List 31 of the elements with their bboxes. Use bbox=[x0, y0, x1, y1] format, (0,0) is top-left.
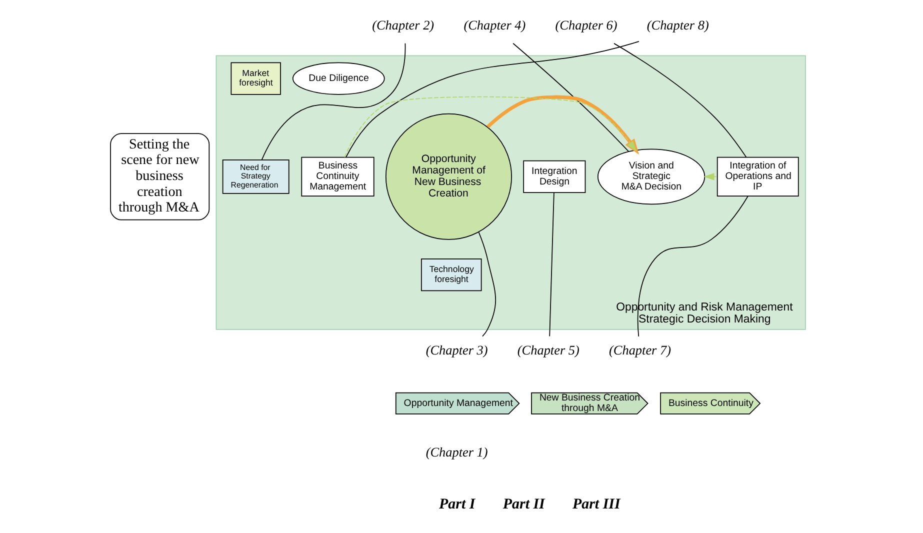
connector bbox=[614, 43, 747, 158]
node-text: (Chapter 7) bbox=[609, 342, 672, 358]
node-circle: Opportunity Management of New Business Creation bbox=[385, 113, 512, 240]
label: Part II bbox=[502, 496, 545, 512]
node-box: Technology foresight bbox=[420, 258, 482, 292]
label: (Chapter 1) bbox=[426, 444, 488, 460]
node-box: Business Continuity Management bbox=[301, 156, 374, 196]
connector bbox=[346, 40, 640, 158]
connector bbox=[261, 42, 406, 160]
arrow bbox=[486, 95, 640, 155]
node-box: Integration Design bbox=[523, 160, 586, 193]
node-ellipse: Vision and Strategic M&A Decision bbox=[597, 148, 706, 205]
node-box: Need for Strategy Regeneration bbox=[222, 160, 290, 194]
connector bbox=[637, 196, 748, 337]
node-box: Integration of Operations and IP bbox=[716, 156, 799, 196]
node-text: (Chapter 3) bbox=[426, 342, 488, 358]
label: Part I bbox=[439, 496, 476, 512]
label: Part III bbox=[572, 496, 620, 512]
arrow bbox=[344, 96, 636, 158]
node-text: (Chapter 6) bbox=[555, 18, 618, 33]
connector bbox=[478, 232, 496, 337]
node-text: (Chapter 5) bbox=[517, 342, 580, 358]
node-text: (Chapter 4) bbox=[464, 18, 526, 33]
node-box: Setting the scene for new business creation through M&A bbox=[110, 133, 210, 220]
arrow bbox=[704, 172, 718, 180]
node-text: (Chapter 8) bbox=[646, 18, 709, 33]
node-ellipse: Due Diligence bbox=[292, 62, 385, 95]
connector bbox=[549, 192, 554, 337]
connector bbox=[512, 42, 630, 152]
node-text: (Chapter 2) bbox=[372, 18, 434, 33]
node-box: Market foresight bbox=[230, 62, 281, 95]
